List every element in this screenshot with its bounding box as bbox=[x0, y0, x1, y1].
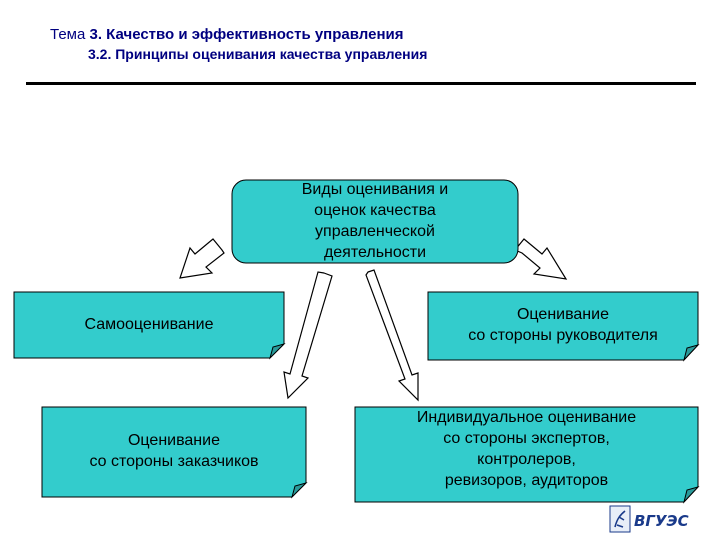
arrow-to-customers bbox=[283, 271, 333, 400]
topic-title: Тема 3. Качество и эффективность управле… bbox=[50, 26, 403, 43]
customers-box-label: Оценивание со стороны заказчиков bbox=[89, 432, 259, 470]
center-box-label: Виды оценивания и оценок качества управл… bbox=[301, 181, 449, 261]
topic-prefix: Тема bbox=[50, 26, 90, 43]
arrow-to-experts bbox=[365, 269, 419, 402]
subtopic-title: 3.2. Принципы оценивания качества управл… bbox=[88, 46, 428, 62]
manager-box-fold bbox=[683, 344, 700, 362]
experts-box-label: Индивидуальное оценивание со стороны экс… bbox=[416, 409, 637, 489]
customers-box-fold bbox=[291, 482, 308, 499]
manager-box-label: Оценивание со стороны руководителя bbox=[468, 306, 658, 344]
center-box bbox=[231, 179, 519, 264]
arrow-to-manager bbox=[514, 238, 568, 280]
self-box-fold bbox=[269, 343, 286, 360]
university-logo: ВГУЭС bbox=[609, 505, 689, 533]
experts-box-fold bbox=[683, 486, 700, 504]
arrow-to-self bbox=[179, 238, 225, 279]
topic-name: 3. Качество и эффективность управления bbox=[89, 26, 404, 43]
title-divider bbox=[26, 82, 696, 85]
self-box-label: Самооценивание bbox=[84, 315, 214, 333]
logo-text: ВГУЭС bbox=[634, 512, 689, 530]
